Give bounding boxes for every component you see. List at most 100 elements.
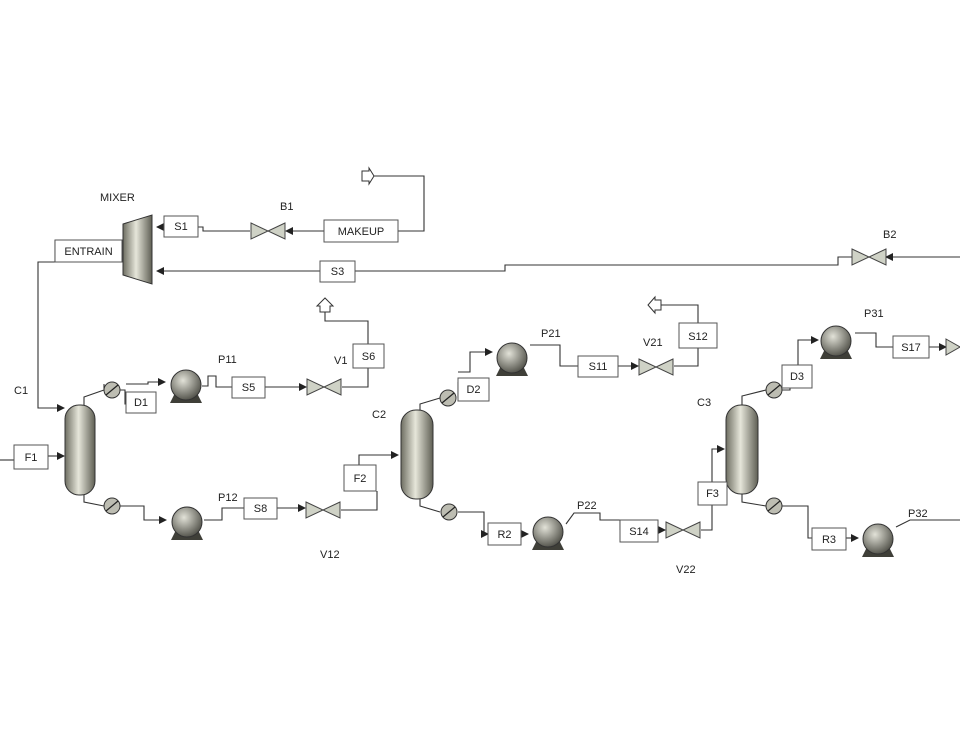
box-d2[interactable]: D2 <box>457 377 490 402</box>
label-v22: V22 <box>676 564 696 576</box>
c2-reboiler-icon[interactable] <box>440 503 458 521</box>
valve-v1-icon[interactable] <box>306 378 342 396</box>
b1-to-s1-line <box>198 226 250 232</box>
c1-reboiler-icon[interactable] <box>103 497 121 515</box>
box-f1-label: F1 <box>25 452 38 464</box>
column-c1[interactable] <box>64 404 96 496</box>
box-s12-label: S12 <box>688 331 708 343</box>
makeup-feed-line <box>373 175 425 232</box>
f3-to-c3-line <box>711 445 725 482</box>
column-c3[interactable] <box>725 404 759 495</box>
pump-p31-icon[interactable] <box>819 325 853 360</box>
c3-reboiler-icon[interactable] <box>765 497 783 515</box>
s6-vent-arrow-icon <box>315 297 335 313</box>
c3-overhead-line <box>741 389 767 405</box>
column-c2[interactable] <box>400 409 434 500</box>
box-s17[interactable]: S17 <box>892 335 930 359</box>
box-s5[interactable]: S5 <box>231 376 266 399</box>
c3-reb-to-r3-line <box>782 505 812 539</box>
box-s11-label: S11 <box>589 361 608 373</box>
box-r2[interactable]: R2 <box>487 522 522 546</box>
p12-to-s8-line <box>204 507 244 521</box>
v22-to-f3-line <box>701 505 713 531</box>
box-d1-label: D1 <box>134 397 148 409</box>
box-f3-label: F3 <box>706 488 719 500</box>
label-p31: P31 <box>864 308 884 320</box>
box-r3-label: R3 <box>822 534 836 546</box>
box-f2-label: F2 <box>354 473 367 485</box>
label-p12: P12 <box>218 492 238 504</box>
c1-condenser-icon[interactable] <box>103 381 121 399</box>
box-r2-label: R2 <box>497 529 511 541</box>
v12-to-f2-line <box>341 491 378 511</box>
entrain-to-c1-line <box>37 261 65 412</box>
p11-to-s5-line <box>202 375 232 388</box>
p21-to-s11-line <box>530 344 578 367</box>
s6-vent-line <box>324 312 369 344</box>
c1-overhead-line <box>83 384 105 405</box>
box-s8-label: S8 <box>254 503 267 515</box>
valve-v21-icon[interactable] <box>638 358 674 376</box>
c3-bottoms-line <box>741 494 767 507</box>
c1-reb-to-p12-line <box>120 505 167 524</box>
s12-vent-line <box>661 304 699 323</box>
c2-overhead-line <box>419 397 441 410</box>
valve-b1-icon[interactable] <box>250 222 286 240</box>
pump-p21-icon[interactable] <box>495 342 529 377</box>
valve-b2-icon[interactable] <box>851 248 887 266</box>
c1-bottoms-line <box>83 495 105 507</box>
box-s11[interactable]: S11 <box>577 355 619 378</box>
p22-to-s14-line <box>565 512 621 530</box>
b2-to-s3-line <box>355 256 852 272</box>
box-f1[interactable]: F1 <box>13 444 49 470</box>
pump-p12-icon[interactable] <box>170 506 204 541</box>
valve-v22-icon[interactable] <box>665 521 701 539</box>
valve-v12-icon[interactable] <box>305 501 341 519</box>
p32-out-line <box>895 519 960 528</box>
box-s6[interactable]: S6 <box>352 343 385 369</box>
s17-outlet-icon <box>945 338 960 356</box>
pump-p32-icon[interactable] <box>861 523 895 558</box>
box-s3-label: S3 <box>331 266 344 278</box>
box-d3[interactable]: D3 <box>781 364 813 389</box>
label-mixer: MIXER <box>100 192 135 204</box>
label-b1: B1 <box>280 201 293 213</box>
label-p11: P11 <box>218 354 237 366</box>
box-r3[interactable]: R3 <box>811 527 847 551</box>
label-v1: V1 <box>334 355 347 367</box>
box-f3[interactable]: F3 <box>697 481 728 506</box>
box-s14[interactable]: S14 <box>619 519 659 543</box>
box-s6-label: S6 <box>362 351 375 363</box>
label-c3: C3 <box>697 397 711 409</box>
box-s5-label: S5 <box>242 382 255 394</box>
box-f2[interactable]: F2 <box>343 464 377 492</box>
box-makeup[interactable]: MAKEUP <box>323 219 399 243</box>
v21-to-s12-line <box>674 348 699 367</box>
label-p21: P21 <box>541 328 561 340</box>
box-s14-label: S14 <box>629 526 649 538</box>
label-c1: C1 <box>14 385 28 397</box>
makeup-source-arrow-icon <box>361 166 375 186</box>
label-p32: P32 <box>908 508 928 520</box>
pump-p22-icon[interactable] <box>531 516 565 551</box>
box-d3-label: D3 <box>790 371 804 383</box>
d3-to-p31-line <box>797 336 819 365</box>
c2-condenser-icon[interactable] <box>439 389 457 407</box>
box-s8[interactable]: S8 <box>243 497 278 520</box>
box-d1[interactable]: D1 <box>125 391 157 414</box>
mixer-unit[interactable] <box>122 214 153 285</box>
box-s17-label: S17 <box>901 342 921 354</box>
box-s3[interactable]: S3 <box>319 260 356 283</box>
label-b2: B2 <box>883 229 896 241</box>
s12-vent-arrow-icon <box>647 295 662 315</box>
box-s12[interactable]: S12 <box>678 322 718 349</box>
box-s1[interactable]: S1 <box>163 215 199 238</box>
box-entrain[interactable]: ENTRAIN <box>54 239 123 263</box>
d1-to-p11-line <box>126 378 166 386</box>
c2-reb-to-r2-line <box>458 511 489 538</box>
c3-condenser-icon[interactable] <box>765 381 783 399</box>
box-entrain-label: ENTRAIN <box>64 246 112 258</box>
pump-p11-icon[interactable] <box>169 369 203 404</box>
